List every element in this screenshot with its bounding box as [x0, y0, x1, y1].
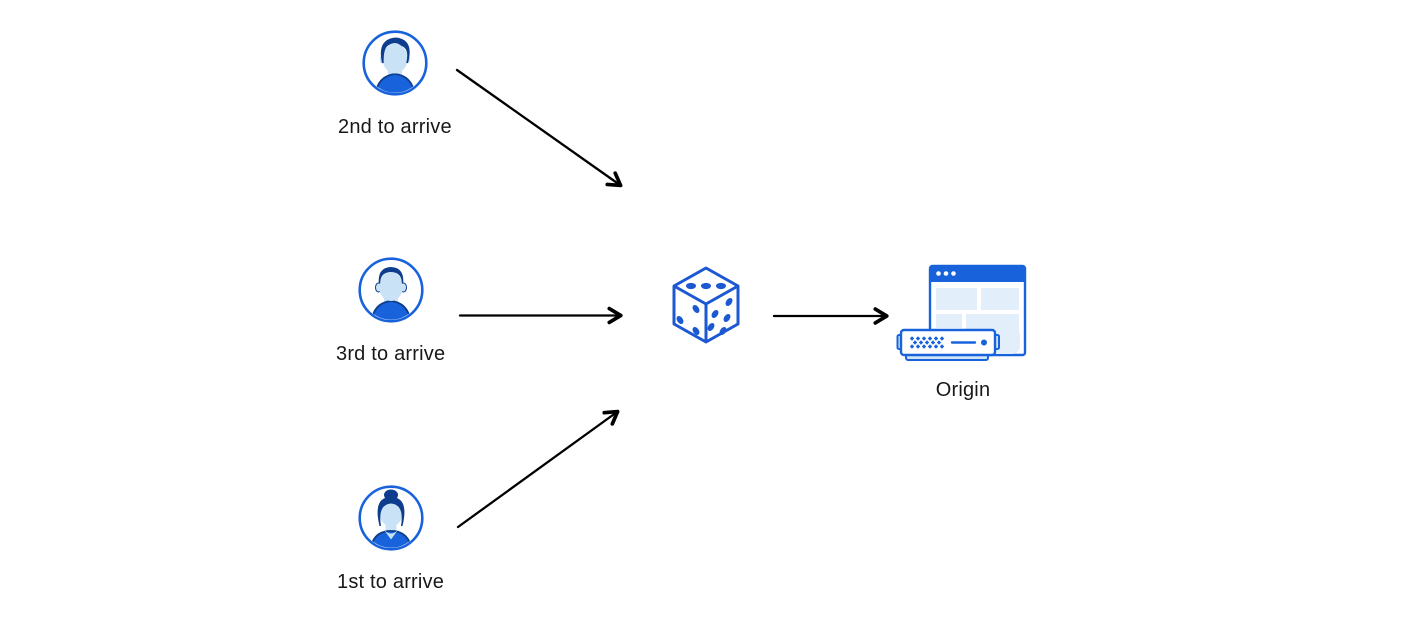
node-visitor-3rd: 3rd to arrive [336, 257, 445, 366]
node-label-3rd: 3rd to arrive [336, 343, 446, 365]
male-avatar-icon [358, 257, 424, 323]
server-box [899, 328, 997, 357]
node-visitor-1st: 1st to arrive [337, 485, 444, 594]
server-diamond-vents [909, 336, 945, 349]
arrow-1st-to-dice [456, 409, 620, 529]
node-random-picker [666, 262, 742, 346]
male-avatar-icon [362, 30, 428, 96]
node-label-origin: Origin [935, 379, 991, 401]
server-status-led [981, 339, 987, 346]
node-label-2nd: 2nd to arrive [338, 116, 452, 138]
node-label-1st: 1st to arrive [337, 571, 445, 593]
female-avatar-icon [357, 485, 424, 551]
arrow-2nd-to-dice [455, 68, 623, 188]
dice-icon [666, 262, 742, 346]
node-visitor-2nd: 2nd to arrive [338, 30, 452, 139]
origin-server-icon [896, 260, 1030, 362]
browser-titlebar [930, 266, 1025, 282]
node-origin: Origin [896, 260, 1030, 402]
